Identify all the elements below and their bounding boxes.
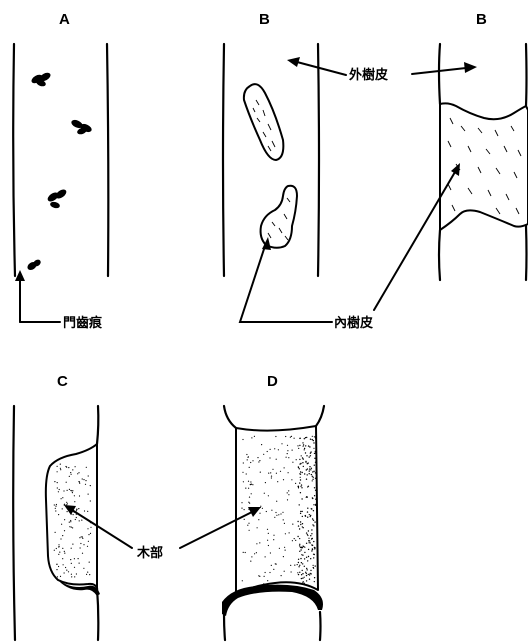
inner-bark-wound-lower [261,186,297,248]
stem-d-left-upper [224,406,236,428]
panel-a-letter: A [59,11,70,28]
stem-a-left-edge [13,44,15,276]
panel-d-letter: D [267,373,278,390]
stem-c-right-upper [97,406,98,444]
stem-d-right-upper [316,406,324,426]
panel-d: D [222,373,324,640]
wood-callout: 木部 [64,505,261,561]
outer-bark-callout: 外樹皮 [287,57,477,83]
exposed-wood-c [46,444,97,588]
tooth-mark-1 [30,71,52,88]
panel-c: C [13,373,100,640]
stem-b-left-edge [223,44,224,276]
wood-label: 木部 [136,545,163,561]
stem-b2-left-upper [439,44,440,104]
stem-b2-left-lower [439,230,440,280]
tooth-marks-label: 門齒痕 [63,315,103,331]
stem-b-right-edge [318,44,319,276]
girdled-band [440,103,528,230]
stem-a-right-edge [107,44,108,276]
exposed-wood-d [236,426,318,595]
panel-b-right-letter: B [476,11,487,28]
stem-b2-right-upper [526,44,527,106]
panel-a: A 門齒痕 [13,11,108,331]
inner-bark-label: 內樹皮 [334,315,373,331]
panel-c-letter: C [57,373,68,390]
stem-b2-right-lower [526,226,527,280]
inner-bark-wound-upper [244,84,283,160]
panel-b-right: B [439,11,528,280]
outer-bark-label: 外樹皮 [348,67,388,83]
tooth-mark-3 [46,188,68,210]
tooth-mark-2 [70,118,93,135]
panel-b-left-letter: B [259,11,270,28]
panel-b-left: B [223,11,319,276]
tooth-mark-4 [26,258,42,271]
stem-c-left-edge [13,406,15,640]
